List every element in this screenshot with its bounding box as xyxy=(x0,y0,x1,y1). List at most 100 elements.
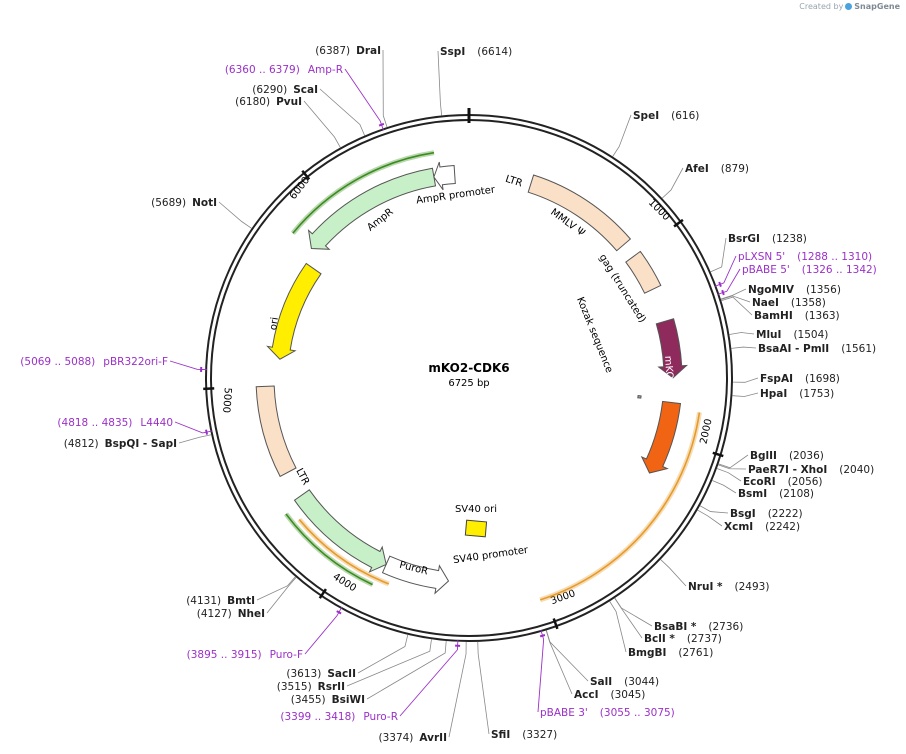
primer-mark xyxy=(721,289,725,296)
site-label-bsrgi: BsrGI (1238) xyxy=(728,233,807,245)
site-label-bsaai-pmli: BsaAI - PmlI(1561) xyxy=(758,343,876,355)
site-leader xyxy=(303,100,341,148)
primer-name: Amp-R xyxy=(308,64,343,76)
site-position: (1238) xyxy=(772,233,807,245)
site-name: BsrGI xyxy=(728,233,760,245)
site-label-bsgi: BsgI(2222) xyxy=(730,508,803,520)
feature-label-mko2: mKO2 xyxy=(662,355,675,386)
site-leader xyxy=(718,464,747,470)
site-name: PvuI xyxy=(276,96,302,108)
site-leader xyxy=(256,576,296,601)
site-leader xyxy=(178,434,212,444)
site-name: NheI xyxy=(238,608,265,620)
site-name: NgoMIV xyxy=(748,284,795,296)
site-label-mlui: MluI(1504) xyxy=(756,329,828,341)
site-name: NaeI xyxy=(752,297,779,309)
site-label-hpai: HpaI(1753) xyxy=(760,388,834,400)
site-label-xcmi: XcmI(2242) xyxy=(724,521,800,533)
site-label-spei: SpeI(616) xyxy=(633,110,699,122)
site-leader xyxy=(697,509,723,527)
site-position: (3327) xyxy=(522,729,557,741)
primer-name: pBABE 3' xyxy=(540,707,588,719)
site-text: (3515) RsrII xyxy=(277,681,345,693)
site-position: (3515) xyxy=(277,681,312,693)
primer-leader xyxy=(537,629,545,713)
feature-sv40-ori xyxy=(464,519,488,538)
feature-puror-7 xyxy=(293,489,387,573)
site-name: EcoRI xyxy=(743,476,776,488)
plasmid-length: 6725 bp xyxy=(448,378,489,389)
primer-range: (4818 .. 4835) xyxy=(57,417,132,429)
site-name: BmtI xyxy=(227,595,255,607)
site-label-bspqi-sapi: (4812)BspQI - SapI xyxy=(64,438,177,450)
site-position: (4127) xyxy=(197,608,232,620)
site-position: (4131) xyxy=(186,595,221,607)
site-name: BsaAI - PmlI xyxy=(758,343,829,355)
site-leader xyxy=(716,468,742,482)
site-name: PaeR7I - XhoI xyxy=(748,464,827,476)
feature-sv40-promoter-5 xyxy=(381,555,450,595)
site-text: BsaBI *(2736) xyxy=(654,621,743,633)
feature-kozak-sequence-3 xyxy=(637,395,642,399)
site-position: (3613) xyxy=(286,668,321,680)
feature-ltr-8 xyxy=(255,385,297,478)
site-leader xyxy=(721,296,753,316)
site-text: NgoMIV(1356) xyxy=(748,284,841,296)
feature-mko2-4 xyxy=(640,400,682,474)
site-label-fspai: FspAI(1698) xyxy=(760,373,840,385)
site-leader xyxy=(718,454,749,469)
feature-ampr-10 xyxy=(307,167,437,250)
site-position: (3045) xyxy=(610,689,645,701)
primer-name: L4440 xyxy=(140,417,173,429)
orf-arc-mko2 xyxy=(539,412,701,601)
site-position: (6180) xyxy=(235,96,270,108)
site-leader xyxy=(612,114,632,157)
primer-mark xyxy=(336,610,342,615)
site-text: BglII(2036) xyxy=(750,450,824,462)
feature-ori-9 xyxy=(266,262,322,360)
features-layer xyxy=(255,150,702,603)
site-name: SalI xyxy=(590,676,612,688)
site-position: (6290) xyxy=(252,84,287,96)
site-name: BsaBI * xyxy=(654,621,697,633)
site-leader xyxy=(660,559,687,587)
site-position: (3455) xyxy=(291,694,326,706)
orf-arc-puro xyxy=(298,518,390,585)
site-text: BsmI(2108) xyxy=(738,488,814,500)
site-leader xyxy=(732,377,759,383)
primer-text: (3895 .. 3915)Puro-F xyxy=(187,649,303,661)
feature-label-ltr-1: LTR xyxy=(504,174,524,190)
site-text: BsaAI - PmlI(1561) xyxy=(758,343,876,355)
site-position: (2222) xyxy=(768,508,803,520)
site-name: FspAI xyxy=(760,373,793,385)
site-position: (5689) xyxy=(151,197,186,209)
primer-name: pBABE 5' xyxy=(742,264,790,276)
site-name: BsmI xyxy=(738,488,767,500)
site-name: HpaI xyxy=(760,388,787,400)
site-label-acci: AccI(3045) xyxy=(574,689,645,701)
primer-label-pbr322ori-f: (5069 .. 5088)pBR322ori-F xyxy=(20,356,168,368)
primer-leader xyxy=(344,68,384,131)
site-label-noti: (5689)NotI xyxy=(151,197,217,209)
site-label-ngomiv: NgoMIV(1356) xyxy=(748,284,841,296)
site-text: BclI *(2737) xyxy=(644,633,722,645)
site-name: XcmI xyxy=(724,521,753,533)
site-leader xyxy=(661,167,684,199)
primer-label-amp-r: (6360 .. 6379)Amp-R xyxy=(225,64,343,76)
feature-label-sv40-ori: SV40 ori xyxy=(455,504,497,515)
primer-text: (3399 .. 3418)Puro-R xyxy=(280,711,398,723)
primer-leader xyxy=(174,421,213,434)
site-name: DraI xyxy=(356,45,381,57)
credit-brand: SnapGene xyxy=(854,2,900,11)
primer-range: (3055 .. 3075) xyxy=(600,707,675,719)
orf-arc-mko2-glow xyxy=(539,412,702,603)
site-label-naei: NaeI(1358) xyxy=(752,297,826,309)
site-label-bmgbi: BmgBI(2761) xyxy=(628,647,713,659)
site-name: NruI * xyxy=(688,581,723,593)
site-name: RsrII xyxy=(318,681,345,693)
site-label-rsrii: (3515) RsrII xyxy=(277,681,345,693)
site-leader xyxy=(546,630,589,682)
site-label-paer7i-xhoi: PaeR7I - XhoI(2040) xyxy=(748,464,874,476)
tick-mark xyxy=(552,618,559,630)
